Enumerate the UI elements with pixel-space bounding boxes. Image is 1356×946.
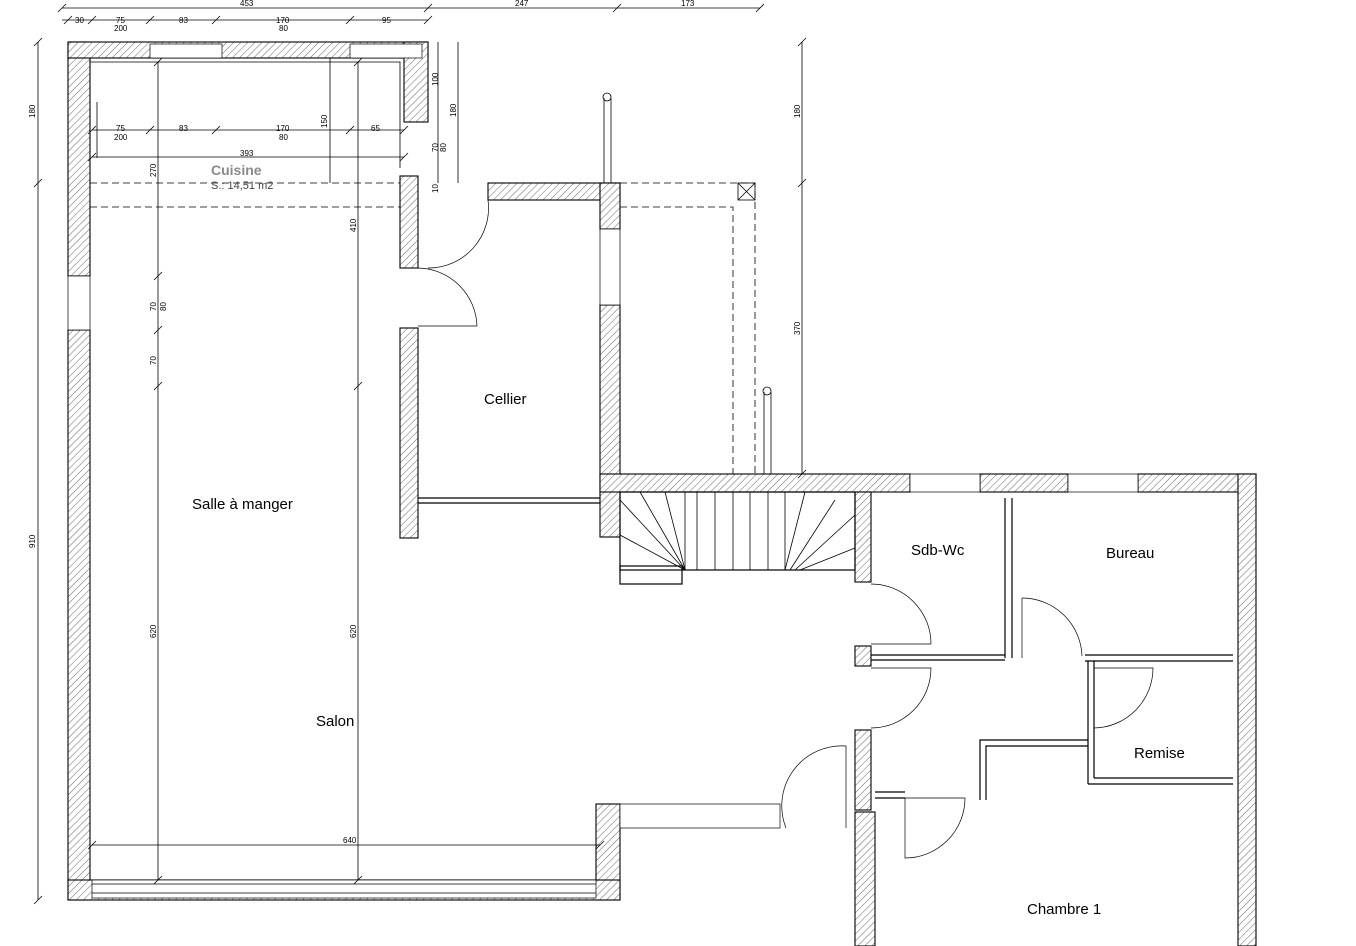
dashed-outlines: [90, 92, 772, 474]
dim-top-80: 80: [279, 24, 288, 33]
room-label-remise: Remise: [1134, 745, 1185, 762]
dim-v-70a: 70: [149, 302, 158, 311]
dim-right-180: 180: [793, 104, 802, 118]
dim-top-170: 170: [276, 16, 290, 25]
stair-wall: [854, 491, 872, 583]
dim-top-83: 83: [179, 16, 188, 25]
dim-top-30: 30: [75, 16, 84, 25]
dim-left-910: 910: [28, 534, 37, 548]
dim-k-170: 170: [276, 124, 290, 133]
room-label-cuisine: Cuisine: [211, 162, 262, 178]
staircase: [619, 491, 856, 585]
room-label-bureau: Bureau: [1106, 545, 1154, 562]
dimension-labels: 453 247 173 30 75 200 83 170 80 95 75 20…: [28, 0, 802, 845]
dim-top-200: 200: [114, 24, 128, 33]
dim-k-75: 75: [116, 124, 125, 133]
cellier-east-wall-lower: [599, 304, 621, 538]
dimension-lines: [33, 3, 807, 905]
dim-top-247: 247: [515, 0, 529, 8]
dim-v-80a: 80: [159, 302, 168, 311]
room-label-cellier: Cellier: [484, 391, 527, 408]
west-window: [67, 275, 91, 331]
dim-v-100: 100: [431, 72, 440, 86]
chambre-west-wall: [854, 811, 876, 946]
middle-north-wall: [599, 473, 911, 493]
dim-v-80c: 80: [439, 143, 448, 152]
kitchen-window-2: [349, 43, 423, 59]
north-wall-pier-1: [979, 473, 1069, 493]
dim-v-410: 410: [349, 218, 358, 232]
dim-right-370: 370: [793, 321, 802, 335]
cellier-window: [599, 228, 621, 306]
dim-top-95: 95: [382, 16, 391, 25]
dim-top-total: 453: [240, 0, 254, 8]
north-window-2: [1067, 473, 1139, 493]
dim-k-393: 393: [240, 149, 254, 158]
room-label-sdb-wc: Sdb-Wc: [911, 542, 965, 559]
room-label-salle-a-manger: Salle à manger: [192, 496, 293, 513]
north-window-1: [909, 473, 981, 493]
dim-v-150: 150: [320, 114, 329, 128]
room-label-chambre-1: Chambre 1: [1027, 901, 1101, 918]
doors: [417, 183, 1154, 859]
dim-v-620a: 620: [149, 624, 158, 638]
dim-v-270: 270: [149, 163, 158, 177]
dim-v-10: 10: [431, 184, 440, 193]
salon-bay-window: [91, 879, 597, 899]
dim-top-75: 75: [116, 16, 125, 25]
windows: [67, 43, 1139, 899]
cellier-west-wall: [399, 327, 419, 539]
inner-partitions: [418, 497, 1233, 800]
room-label-salon: Salon: [316, 713, 354, 730]
west-wall-lower: [67, 329, 91, 901]
dim-bottom-640: 640: [343, 836, 357, 845]
dim-k-83: 83: [179, 124, 188, 133]
salon-patio-window: [619, 803, 781, 829]
dim-v-70c: 70: [431, 143, 440, 152]
dim-k-200: 200: [114, 133, 128, 142]
hall-wall-piece-2: [854, 729, 872, 811]
dim-left-180: 180: [28, 104, 37, 118]
room-area-cuisine: S.: 14,51 m2: [211, 180, 273, 192]
east-wall: [1237, 473, 1257, 946]
west-wall-upper: [67, 41, 91, 277]
room-labels: Cuisine S.: 14,51 m2 Cellier Salle à man…: [192, 162, 1185, 918]
kitchen-window-1: [149, 43, 223, 59]
kitchen-east-wall-lower: [399, 175, 419, 269]
hall-wall-piece-1: [854, 645, 872, 667]
dim-top-173: 173: [681, 0, 695, 8]
dim-k-65: 65: [371, 124, 380, 133]
dim-v-70b: 70: [149, 356, 158, 365]
dim-k-80: 80: [279, 133, 288, 142]
dim-v-180b: 180: [449, 103, 458, 117]
dim-v-620b: 620: [349, 624, 358, 638]
cellier-east-wall-upper: [599, 182, 621, 230]
